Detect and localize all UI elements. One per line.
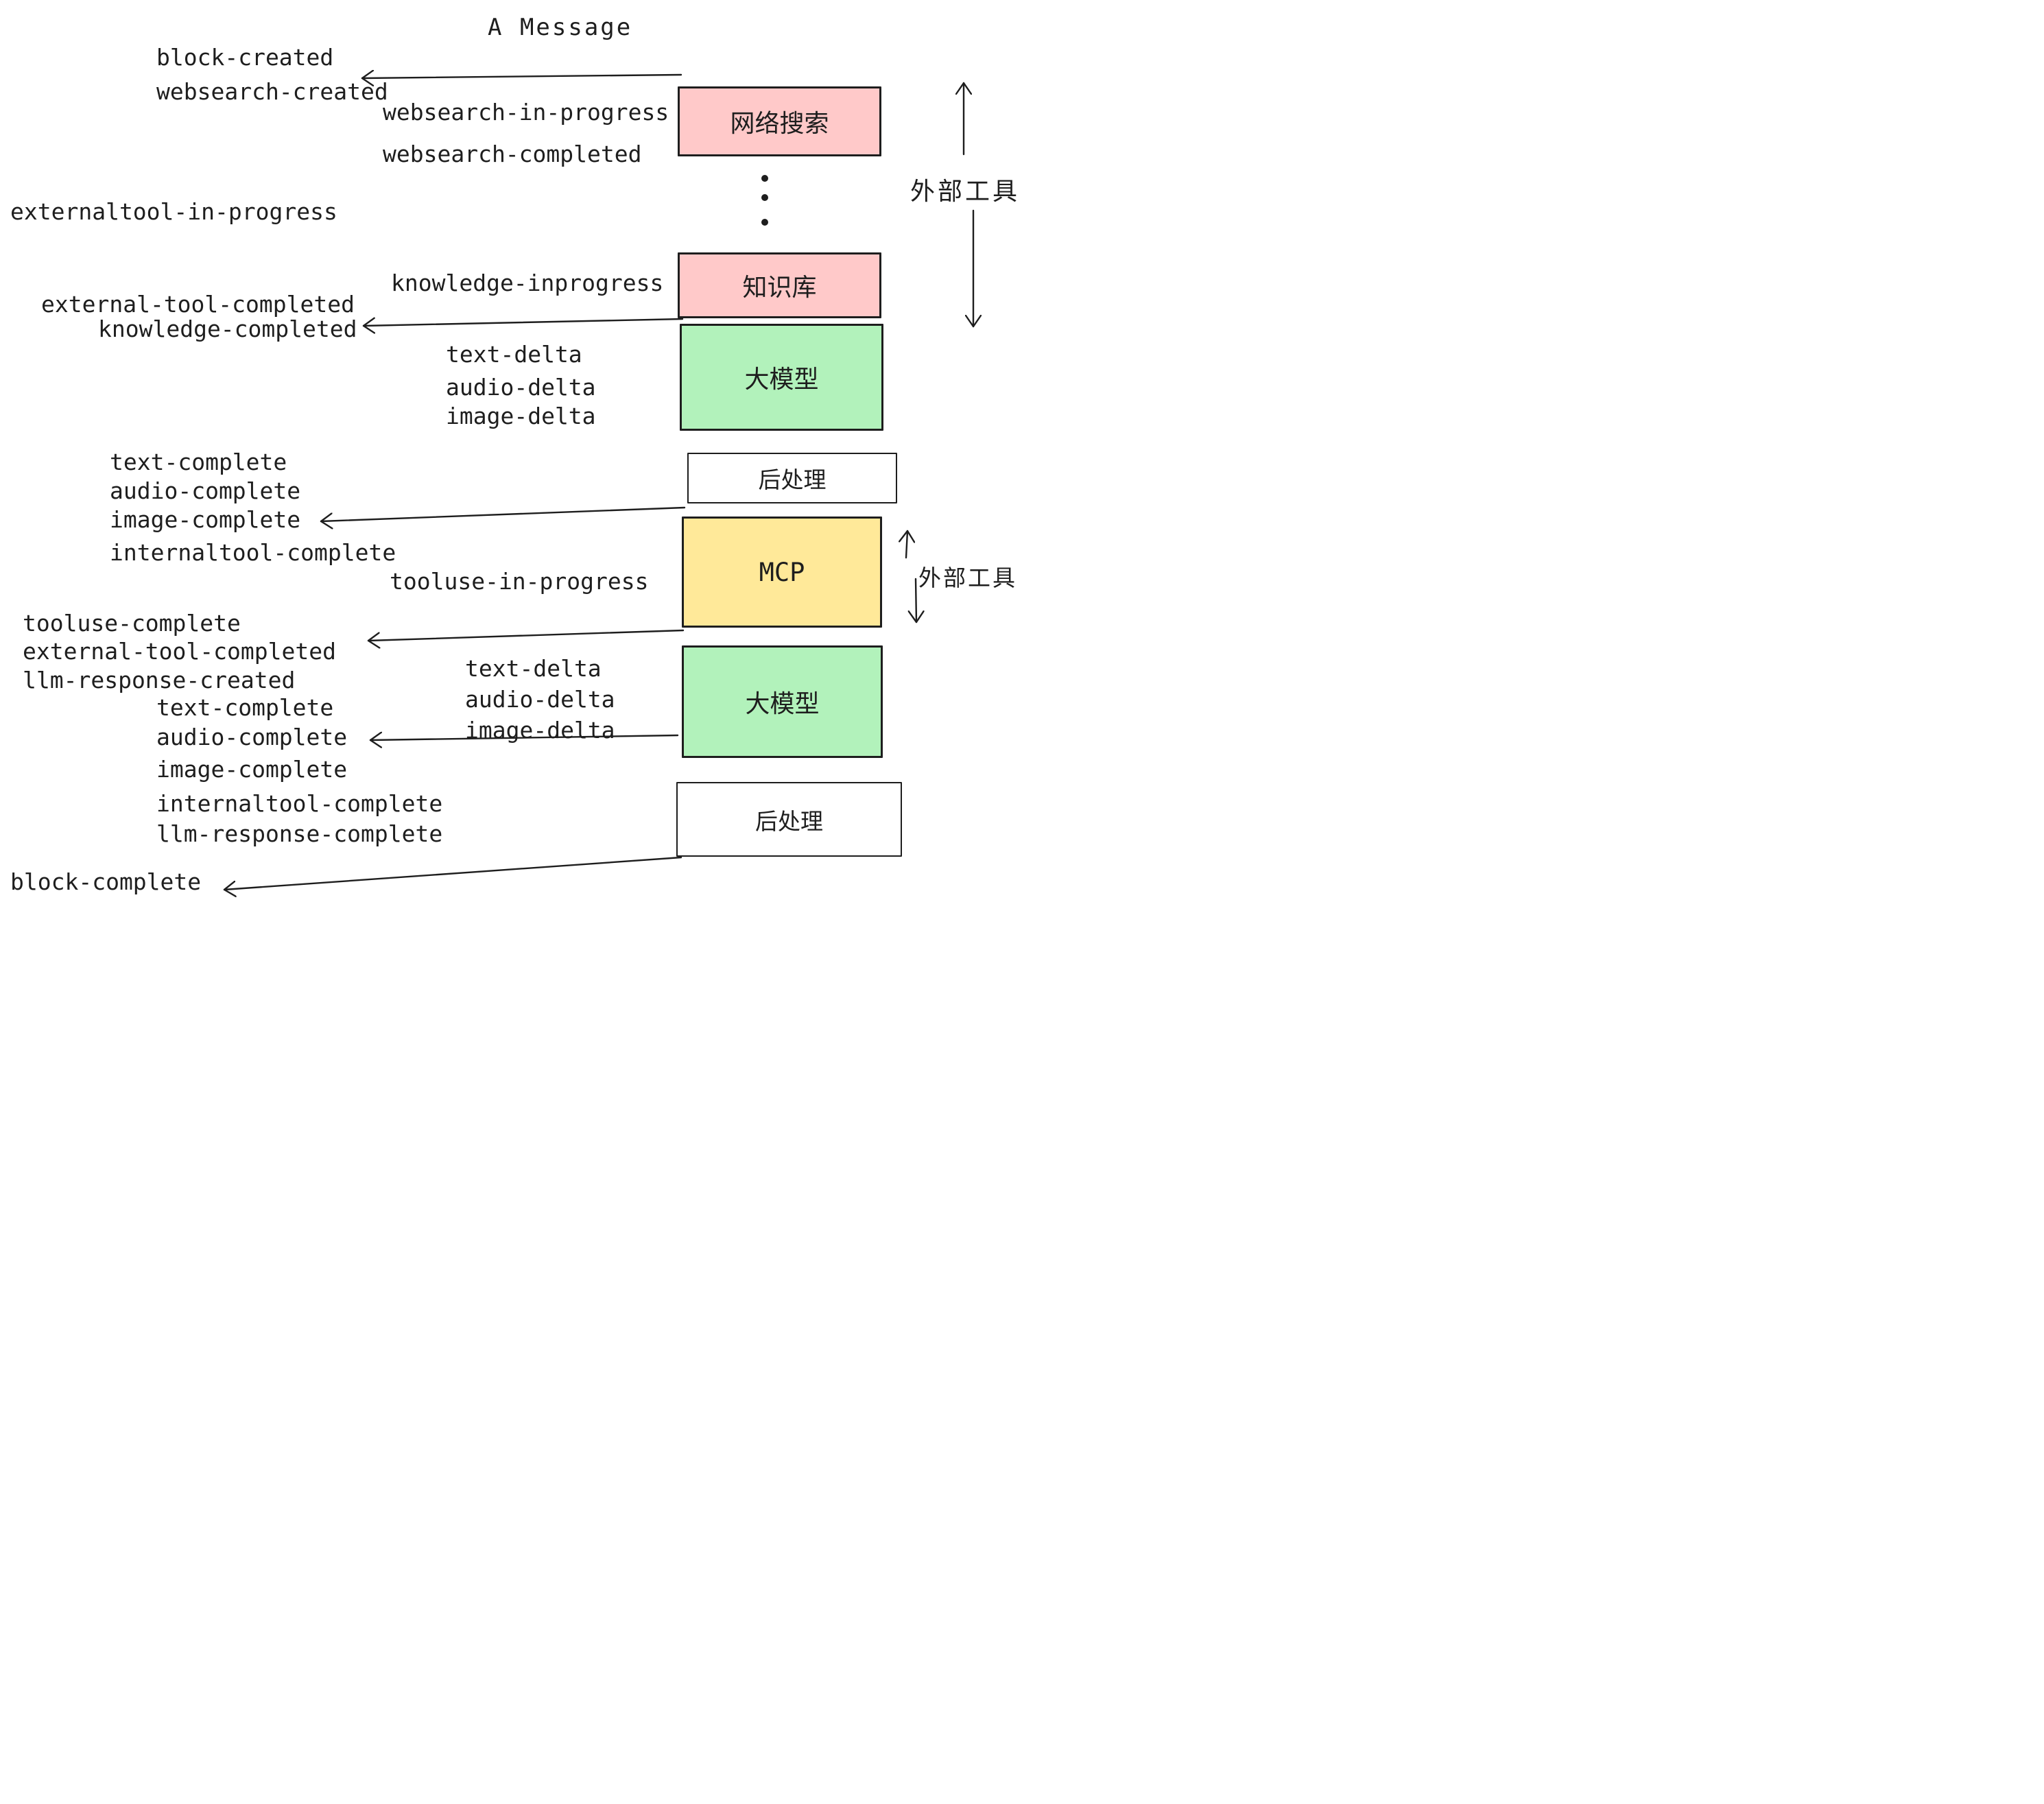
ellipsis-dots-icon — [761, 175, 768, 226]
event-text-complete-2: text-complete — [156, 694, 334, 721]
event-tooluse-in-progress: tooluse-in-progress — [390, 568, 649, 595]
event-websearch-completed: websearch-completed — [383, 141, 642, 167]
box-websearch-label: 网络搜索 — [730, 110, 829, 138]
box-llm-2: 大模型 — [682, 645, 883, 758]
event-audio-complete-1: audio-complete — [110, 477, 301, 504]
event-websearch-created: websearch-created — [156, 78, 388, 105]
event-audio-delta-2: audio-delta — [465, 686, 615, 713]
arrow-to-knowledge-completed — [362, 319, 684, 326]
box-postprocess-2-label: 后处理 — [755, 807, 823, 835]
arrow-to-block-complete — [223, 856, 682, 890]
event-llm-response-complete: llm-response-complete — [156, 820, 443, 847]
annotation-external-tools-mcp: 外部工具 — [918, 565, 1017, 591]
box-postprocess-2: 后处理 — [676, 782, 902, 857]
box-postprocess-1-label: 后处理 — [758, 466, 827, 493]
diagram-title: A Message — [488, 14, 633, 41]
event-knowledge-completed: knowledge-completed — [98, 316, 357, 342]
box-mcp: MCP — [682, 517, 882, 628]
event-external-tool-completed-2: external-tool-completed — [23, 638, 336, 665]
arrow-external-tools-mcp-up — [906, 530, 907, 559]
event-llm-response-created: llm-response-created — [23, 667, 296, 693]
box-llm-2-label: 大模型 — [745, 690, 820, 718]
event-text-delta-2: text-delta — [465, 655, 602, 682]
box-llm-1-label: 大模型 — [744, 366, 819, 394]
event-block-created: block-created — [156, 44, 334, 71]
event-image-complete-1: image-complete — [110, 506, 301, 533]
box-mcp-label: MCP — [759, 557, 805, 587]
event-block-complete: block-complete — [10, 868, 202, 895]
event-websearch-in-progress: websearch-in-progress — [383, 99, 669, 126]
arrow-to-tooluse-complete — [367, 629, 685, 641]
event-externaltool-in-progress: externaltool-in-progress — [10, 198, 337, 225]
box-llm-1: 大模型 — [680, 324, 883, 431]
event-internaltool-complete-2: internaltool-complete — [156, 790, 443, 817]
event-image-delta-2: image-delta — [465, 717, 615, 744]
arrow-to-image-complete — [320, 506, 686, 521]
event-text-delta-1: text-delta — [446, 341, 582, 368]
box-websearch: 网络搜索 — [678, 86, 881, 156]
event-image-delta-1: image-delta — [446, 403, 596, 429]
event-image-complete-2: image-complete — [156, 756, 348, 783]
event-tooluse-complete: tooluse-complete — [23, 610, 241, 637]
event-external-tool-completed: external-tool-completed — [41, 291, 355, 318]
annotation-external-tools-top: 外部工具 — [910, 178, 1021, 206]
arrow-to-block-created — [361, 75, 682, 78]
box-knowledge: 知识库 — [678, 252, 881, 318]
event-text-complete-1: text-complete — [110, 449, 287, 475]
diagram-canvas: A Message block-created websearch-create… — [0, 0, 1022, 902]
event-audio-delta-1: audio-delta — [446, 374, 596, 401]
box-knowledge-label: 知识库 — [742, 274, 817, 302]
event-internaltool-complete-1: internaltool-complete — [110, 539, 396, 566]
box-postprocess-1: 后处理 — [687, 453, 897, 503]
event-audio-complete-2: audio-complete — [156, 724, 348, 750]
event-knowledge-inprogress: knowledge-inprogress — [391, 270, 664, 296]
